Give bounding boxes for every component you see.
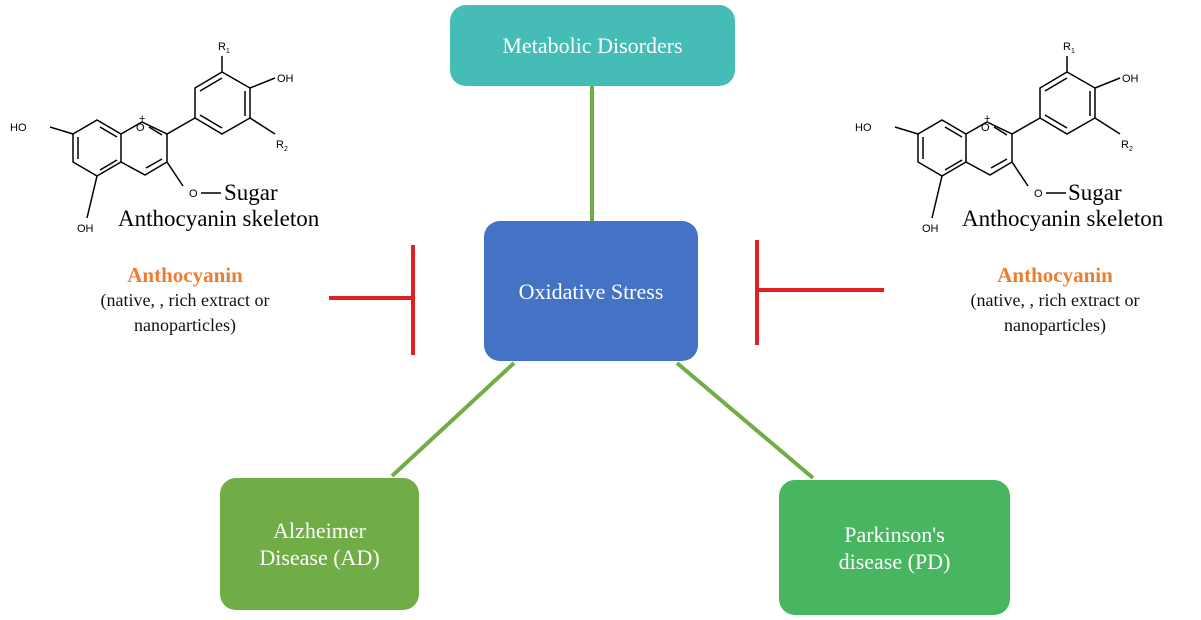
anthocyanin-desc-line1: (native, , rich extract or (970, 290, 1140, 310)
parkinsons-label-line2: disease (PD) (838, 548, 951, 574)
oxonium-charge: + (984, 113, 990, 125)
parkinsons-label-line1: Parkinson's (844, 521, 945, 547)
r2-label: R2 (276, 139, 288, 153)
skeleton-caption-left: Anthocyanin skeleton (118, 206, 320, 231)
metabolic-disorders-label: Metabolic Disorders (502, 33, 683, 58)
r1-label: R1 (1063, 41, 1075, 55)
oxonium-label: O (136, 122, 145, 134)
metabolic-disorders-node: Metabolic Disorders (450, 5, 735, 86)
sugar-label-left: Sugar (224, 180, 278, 205)
oxonium-label: O (981, 122, 990, 134)
alzheimer-label-line2: Disease (AD) (259, 545, 380, 570)
anthocyanin-label-right: Anthocyanin (native, , rich extract or n… (930, 262, 1180, 338)
anthocyanin-desc-line2: nanoparticles) (134, 315, 236, 335)
ho-label: HO (10, 122, 27, 134)
anthocyanin-label-left: Anthocyanin (native, , rich extract or n… (60, 262, 310, 338)
alzheimer-disease-node: Alzheimer Disease (AD) (220, 478, 419, 610)
glycoside-o-label: O (189, 188, 198, 200)
alzheimer-label-line1: Alzheimer (273, 518, 366, 543)
oh-label: OH (77, 223, 94, 235)
anthocyanin-structure-right-labels: R1 OH R2 O + HO OH O (855, 41, 1139, 235)
inhibitor-left (329, 245, 415, 355)
oh-label: OH (922, 223, 939, 235)
oh-label: OH (277, 73, 294, 85)
anthocyanin-desc-line2: nanoparticles) (1004, 315, 1106, 335)
anthocyanin-desc-line1: (native, , rich extract or (100, 290, 270, 310)
anthocyanin-title: Anthocyanin (127, 263, 243, 287)
oh-label: OH (1122, 73, 1139, 85)
skeleton-caption-right: Anthocyanin skeleton (962, 206, 1164, 231)
inhibitor-right (755, 240, 884, 345)
parkinsons-disease-node: Parkinson's disease (PD) (779, 480, 1010, 615)
anthocyanin-structure-left-labels: R1 OH R2 O + HO OH O (10, 41, 294, 235)
r2-label: R2 (1121, 139, 1133, 153)
sugar-label-right: Sugar (1068, 180, 1122, 205)
oxidative-stress-label: Oxidative Stress (518, 278, 664, 304)
oxidative-stress-node: Oxidative Stress (484, 221, 698, 361)
anthocyanin-title: Anthocyanin (997, 263, 1113, 287)
glycoside-o-label: O (1034, 188, 1043, 200)
ho-label: HO (855, 122, 872, 134)
r1-label: R1 (218, 41, 230, 55)
oxonium-charge: + (139, 113, 145, 125)
anthocyanin-structure-right (894, 56, 1121, 219)
connector-oxidative-pd (675, 361, 815, 480)
anthocyanin-structure-left (49, 56, 276, 219)
connector-oxidative-ad (390, 361, 516, 478)
